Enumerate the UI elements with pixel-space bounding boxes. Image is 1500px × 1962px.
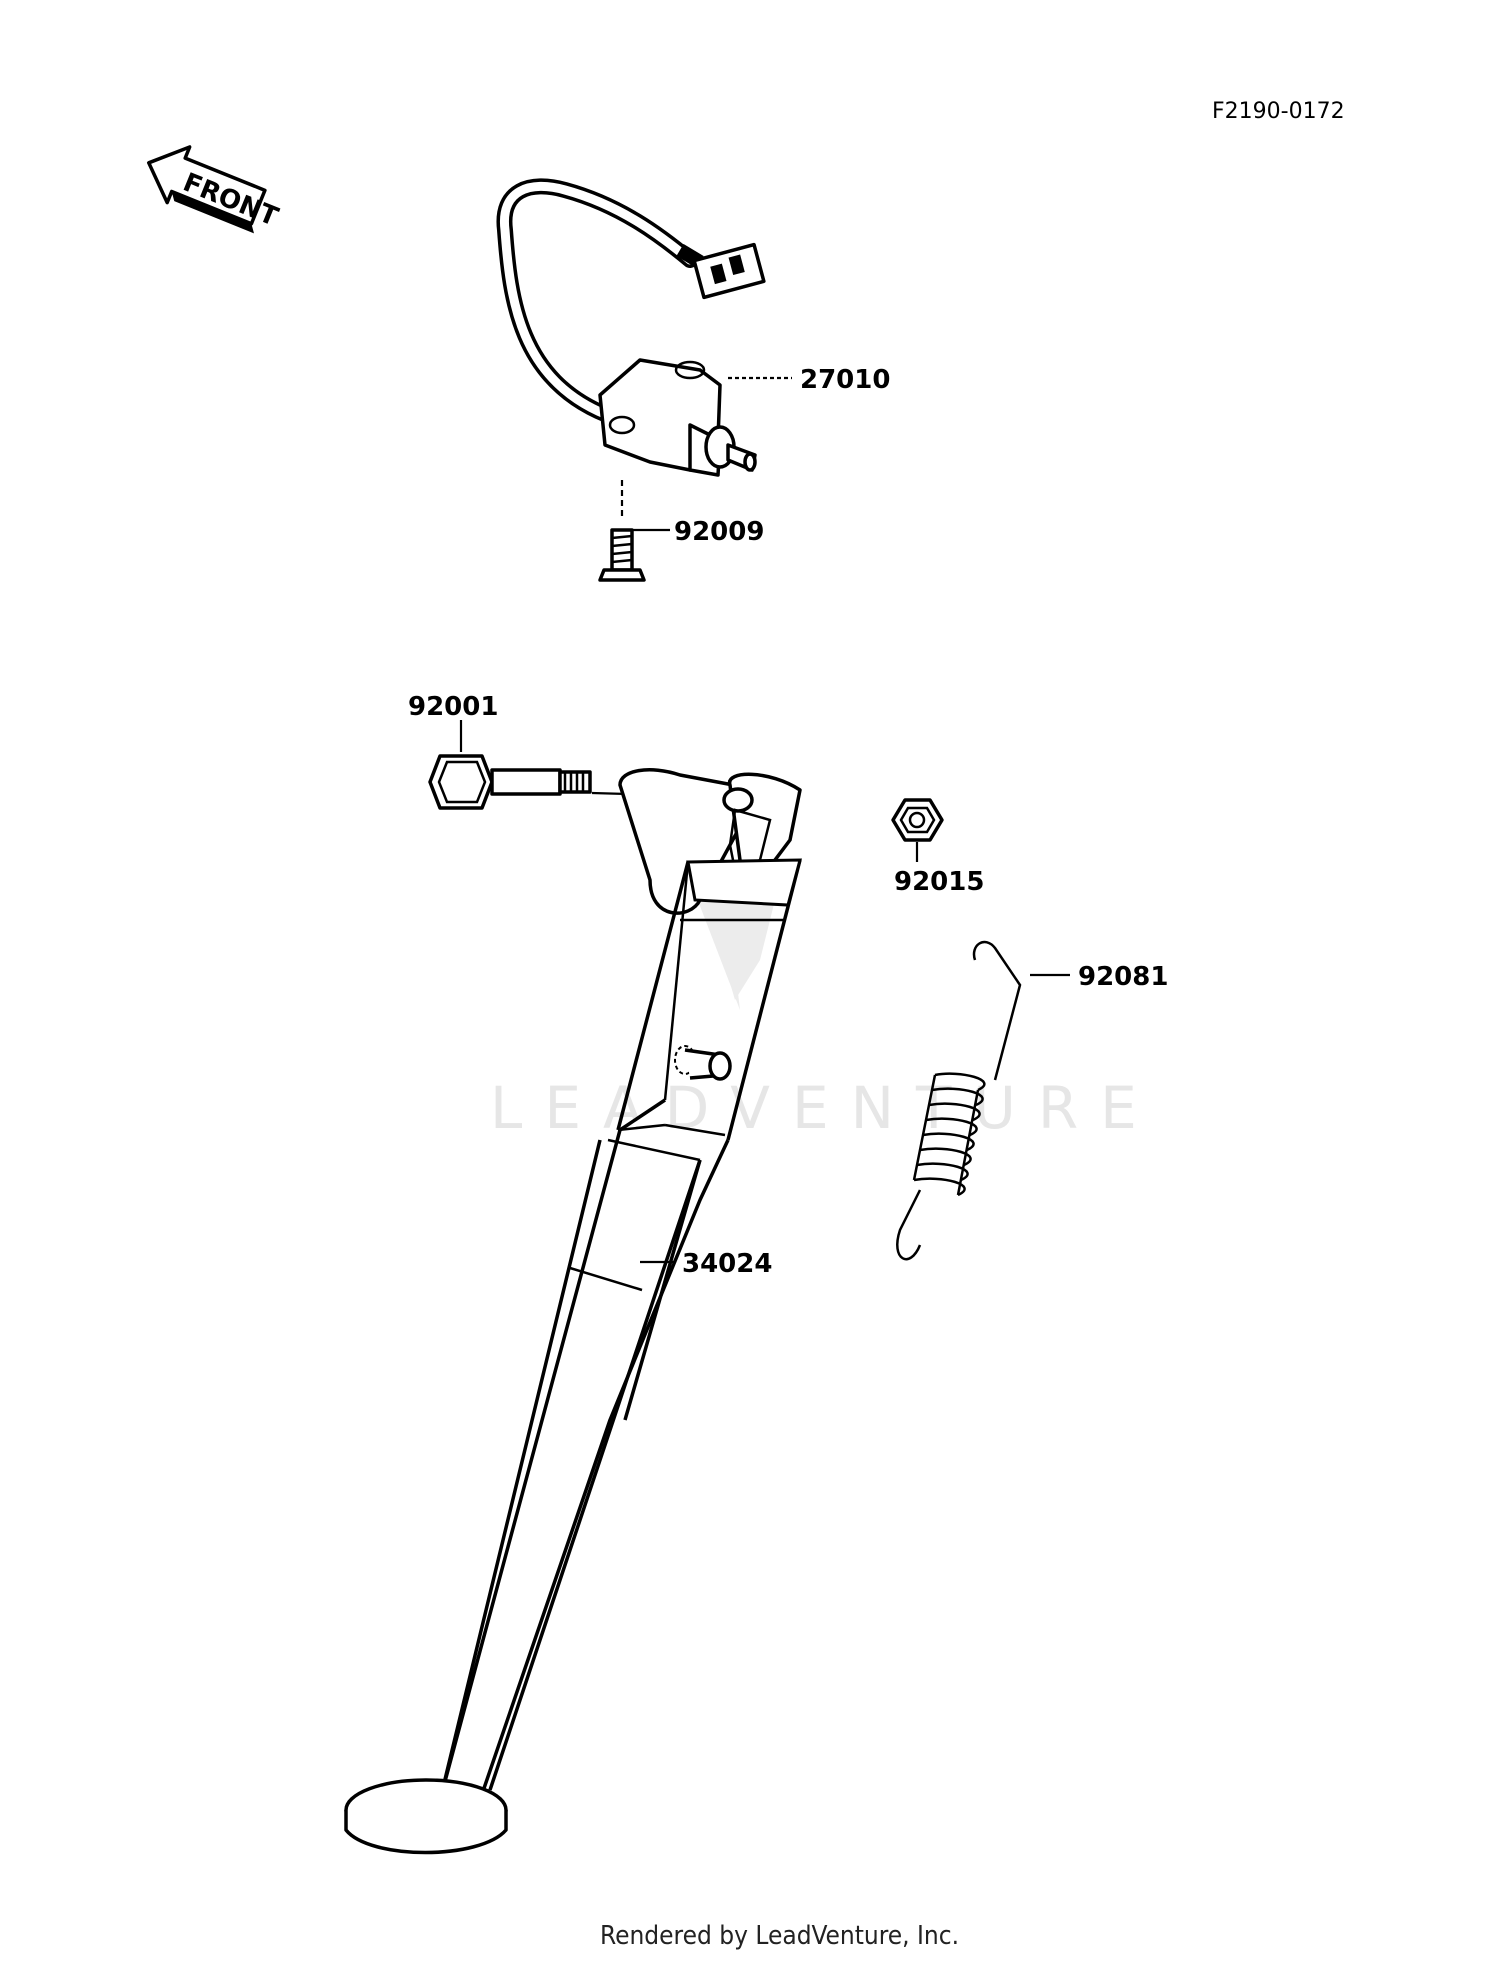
footer-credit: Rendered by LeadVenture, Inc. [600, 1921, 959, 1951]
watermark-text: LEADVENTURE [490, 1074, 1159, 1142]
front-arrow-icon: FRONT [147, 145, 282, 234]
part-number-92001: 92001 [408, 692, 498, 722]
watermark: LEADVENTURE [490, 880, 1159, 1142]
part-number-92081: 92081 [1078, 962, 1168, 992]
side-stand: 34024 [344, 768, 802, 1855]
callout-27010: 27010 [728, 365, 890, 395]
nut: 92015 [891, 798, 984, 897]
spring: 92081 [896, 940, 1168, 1261]
side-stand-switch [496, 178, 766, 477]
switch-screw: 92009 [598, 480, 764, 582]
pivot-bolt: 92001 [408, 692, 731, 810]
part-number-34024: 34024 [682, 1249, 772, 1279]
part-number-92009: 92009 [674, 517, 764, 547]
part-number-27010: 27010 [800, 365, 890, 395]
part-number-92015: 92015 [894, 867, 984, 897]
diagram-code: F2190-0172 [1212, 99, 1345, 124]
